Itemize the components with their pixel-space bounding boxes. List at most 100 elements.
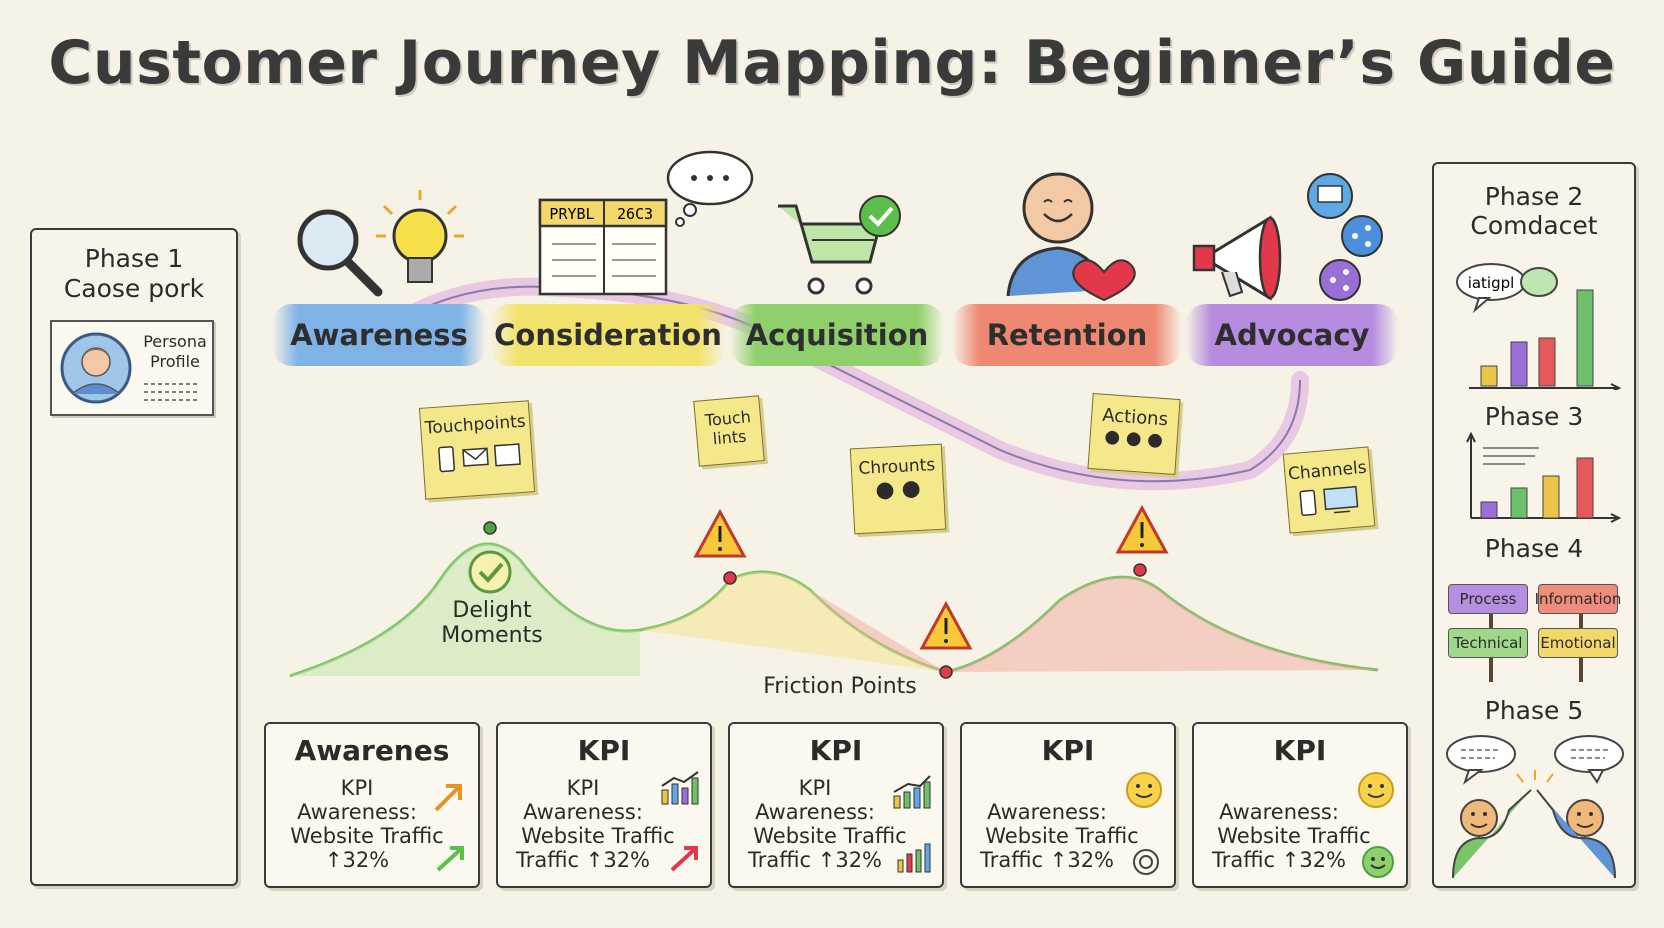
stage-retention-label: Retention [986, 318, 1148, 352]
note-touchpoints[interactable]: Touchpoints [418, 400, 536, 500]
kpi-card-4-line3: Traffic ↑32% [979, 848, 1115, 872]
shopping-cart-icon [778, 195, 901, 295]
curve-dot-2 [723, 571, 737, 585]
kpi-card-2-line1: Awareness: [523, 800, 643, 824]
up-arrow-icon [434, 784, 462, 812]
curve-dot-4 [1133, 563, 1147, 577]
persona-avatar-icon [60, 332, 132, 404]
kpi-card-5[interactable]: KPI Awareness: Website Traffic Traffic ↑… [1192, 722, 1408, 888]
kpi-card-2-sub: KPI [566, 776, 600, 800]
emotion-curve [289, 542, 1379, 678]
curve-dot-3 [939, 665, 953, 679]
phase3-bar-chart-icon [1466, 431, 1622, 523]
warning-icon-1 [693, 508, 747, 558]
persona-label: Persona Profile [143, 332, 207, 371]
persona-profile-card[interactable]: Persona Profile [50, 320, 214, 416]
kpi-card-2-head: KPI [577, 734, 631, 767]
phases-panel: Phase 2 Comdacet iatigpl Phase 3 Phase 4… [1432, 162, 1636, 888]
note-channels[interactable]: Channels [1282, 446, 1376, 534]
warning-icon-3 [1115, 504, 1169, 554]
tag-process: Process [1448, 584, 1528, 614]
note-actions[interactable]: Actions ● ● ● [1087, 393, 1181, 475]
friction-points-label: Friction Points [763, 674, 917, 699]
smiley-green-icon [1362, 846, 1394, 878]
spiral-icon [1133, 849, 1159, 875]
share-purple-icon [1319, 259, 1361, 301]
chat-bubble-text: iatigpl [1468, 274, 1515, 292]
customer-person-icon [1006, 172, 1136, 302]
kpi-card-3-line2: Website Traffic [753, 824, 907, 848]
share-bubble-icon [1341, 215, 1383, 257]
kpi-card-5-line1: Awareness: [1219, 800, 1339, 824]
note-chrounts[interactable]: Chrounts ● ● [849, 443, 947, 535]
up-arrow-green-icon [436, 846, 464, 872]
phase1-subtitle: Caose pork [63, 274, 205, 303]
stage-consideration[interactable]: Consideration [490, 304, 726, 366]
phase1-title: Phase 1 [84, 244, 184, 273]
kpi-card-1-line1: Awareness: [297, 800, 417, 824]
lightbulb-icon [376, 190, 464, 283]
monitor-bubble-icon [1307, 173, 1353, 219]
phase1-panel: Phase 1 Caose pork Persona Profile [30, 228, 238, 886]
bar-chart-icon [661, 771, 699, 805]
phase2-title: Phase 2 Comdacet [1470, 182, 1598, 240]
document-header-left: PRYBL [549, 205, 594, 223]
note-touch-ints[interactable]: Touch lints [693, 395, 765, 467]
document-header-right: 26C3 [617, 205, 653, 223]
stage-advocacy-label: Advocacy [1214, 318, 1370, 352]
tag-information: Information [1535, 584, 1621, 614]
phase3-title: Phase 3 [1484, 402, 1584, 431]
page-title: Customer Journey Mapping: Beginner’s Gui… [48, 28, 1616, 98]
kpi-card-3-head: KPI [809, 734, 863, 767]
kpi-card-5-line3: Traffic ↑32% [1211, 848, 1347, 872]
kpi-card-4[interactable]: KPI Awareness: Website Traffic Traffic ↑… [960, 722, 1176, 888]
stage-advocacy[interactable]: Advocacy [1186, 304, 1398, 366]
stage-retention[interactable]: Retention [952, 304, 1182, 366]
delight-moments-label: Delight Moments [441, 598, 543, 648]
persona-lines-icon [144, 383, 200, 401]
trend-chart-icon [893, 775, 931, 809]
kpi-card-1-sub: KPI [340, 776, 374, 800]
kpi-card-3[interactable]: KPI KPI Awareness: Website Traffic Traff… [728, 722, 944, 888]
kpi-card-4-head: KPI [1041, 734, 1095, 767]
touchpoint-devices-icon [438, 443, 521, 473]
kpi-card-1-line2: Website Traffic [290, 824, 444, 848]
warning-icon-2 [919, 600, 973, 650]
thought-cloud-icon [666, 150, 754, 227]
kpi-card-3-sub: KPI [798, 776, 832, 800]
kpi-card-2-line2: Website Traffic [521, 824, 675, 848]
up-arrow-red-icon [670, 846, 698, 872]
phase5-title: Phase 5 [1484, 696, 1584, 725]
kpi-card-2-line3: Traffic ↑32% [515, 848, 651, 872]
kpi-card-5-line2: Website Traffic [1217, 824, 1371, 848]
magnifier-icon [297, 209, 383, 297]
stage-acquisition[interactable]: Acquisition [730, 304, 944, 366]
kpi-card-4-line2: Website Traffic [985, 824, 1139, 848]
footprints-icon: ● ● [874, 475, 922, 504]
kpi-card-1-head: Awarenes [294, 734, 450, 767]
high-five-icon [1446, 735, 1624, 879]
kpi-card-4-line1: Awareness: [987, 800, 1107, 824]
channels-devices-icon [1299, 485, 1359, 517]
stage-awareness-label: Awareness [290, 318, 468, 352]
kpi-card-3-line1: Awareness: [755, 800, 875, 824]
phase4-title: Phase 4 [1484, 534, 1584, 563]
kpi-card-2[interactable]: KPI KPI Awareness: Website Traffic Traff… [496, 722, 712, 888]
kpi-card-1-line3: ↑32% [324, 848, 390, 872]
tag-technical: Technical [1448, 628, 1528, 658]
megaphone-icon [1192, 215, 1282, 301]
stage-consideration-label: Consideration [494, 318, 722, 352]
stage-awareness[interactable]: Awareness [272, 304, 486, 366]
phase2-bar-chart-icon: iatigpl [1456, 263, 1622, 390]
document-icon [538, 198, 668, 296]
trend-chart-small-icon [897, 843, 931, 873]
smiley-icon [1126, 772, 1162, 808]
tag-emotional: Emotional [1538, 628, 1618, 658]
delight-check-icon [468, 550, 512, 594]
kpi-card-3-line3: Traffic ↑32% [747, 848, 883, 872]
smiley-yellow-icon [1358, 772, 1394, 808]
kpi-card-1[interactable]: Awarenes KPI Awareness: Website Traffic … [264, 722, 480, 888]
kpi-card-5-head: KPI [1273, 734, 1327, 767]
curve-peak-dot [483, 521, 497, 535]
